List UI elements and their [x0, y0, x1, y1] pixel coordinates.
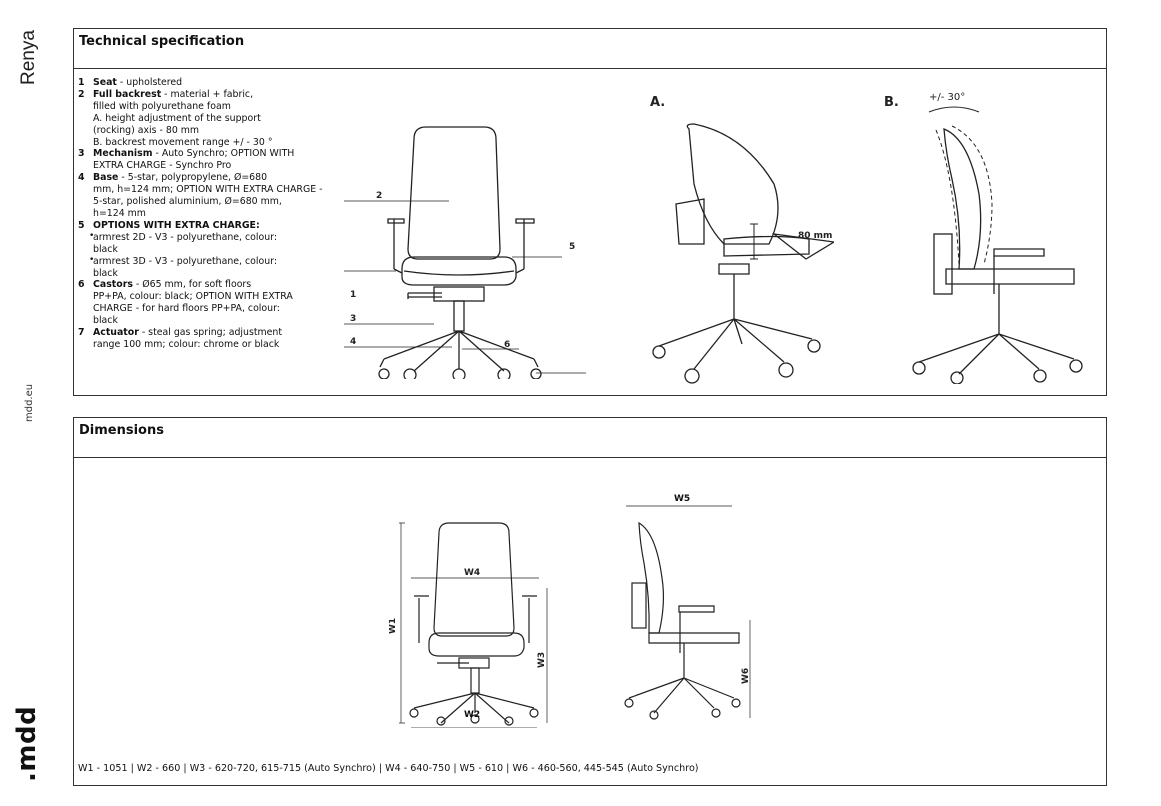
label-w5: W5	[674, 494, 691, 504]
option-bullet: armrest 3D - V3 - polyurethane, colour:b…	[78, 255, 350, 280]
spec-item: 2 Full backrest - material + fabric, fill…	[78, 89, 350, 149]
item-line: (rocking) axis - 80 mm	[93, 124, 200, 136]
chair-view-a-drawing: A. 80 mm	[650, 95, 834, 384]
spec-item: 7 Actuator - steal gas spring; adjustment…	[78, 327, 350, 351]
item-desc: - upholstered	[116, 77, 183, 88]
label-w6: W6	[741, 668, 751, 684]
dimensions-footer: W1 - 1051 | W2 - 660 | W3 - 620-720, 615…	[78, 763, 699, 774]
item-line: h=124 mm	[93, 207, 146, 219]
section-title: Dimensions	[74, 418, 1106, 458]
callout-3: 3	[350, 314, 356, 324]
spec-item: 1 Seat - upholstered	[78, 77, 350, 89]
item-line: B. backrest movement range +/ - 30 °	[93, 136, 273, 148]
brand-name: Renya	[18, 30, 39, 85]
spec-item: 3 Mechanism - Auto Synchro; OPTION WITH E…	[78, 148, 350, 172]
item-number: 1	[78, 77, 85, 88]
callout-2: 2	[376, 191, 382, 201]
item-name: Actuator	[93, 327, 139, 339]
view-b-label: B.	[884, 95, 899, 110]
label-w4: W4	[464, 568, 480, 578]
callout-1: 1	[350, 290, 356, 300]
item-desc: - steal gas spring; adjustment	[138, 327, 283, 339]
item-line: black	[93, 315, 118, 327]
item-number: 3	[78, 148, 85, 160]
item-number: 4	[78, 172, 85, 184]
spec-item: 6 Castors - Ø65 mm, for soft floors PP+PA…	[78, 279, 350, 327]
item-number: 5	[78, 219, 85, 231]
item-line: filled with polyurethane foam	[93, 100, 231, 112]
brand-url: mdd.eu	[24, 383, 35, 422]
item-name: Castors	[93, 279, 133, 291]
label-w1: W1	[389, 618, 398, 634]
item-line: EXTRA CHARGE - Synchro Pro	[93, 160, 232, 172]
view-b-angle: +/- 30°	[929, 92, 965, 103]
item-name: OPTIONS WITH EXTRA CHARGE:	[93, 219, 260, 231]
item-number: 2	[78, 88, 85, 100]
item-desc: - Auto Synchro; OPTION WITH	[152, 148, 295, 160]
item-line: range 100 mm; colour: chrome or black	[93, 338, 280, 350]
item-name: Base	[93, 172, 119, 184]
item-line: mm, h=124 mm; OPTION WITH EXTRA CHARGE -	[93, 184, 323, 196]
spec-list: 1 Seat - upholstered 2 Full backrest - mat…	[78, 77, 350, 351]
item-line: A. height adjustment of the support	[93, 112, 261, 124]
item-desc: - material + fabric,	[161, 88, 254, 100]
view-a-label: A.	[650, 95, 665, 110]
technical-specification-panel: Technical specification 1 Seat - upholste…	[73, 28, 1107, 396]
label-w3: W3	[537, 652, 547, 668]
view-a-measure: 80 mm	[798, 231, 832, 241]
dimension-front-drawing: W1 W4 W3	[389, 522, 548, 728]
option-bullet: armrest 2D - V3 - polyurethane, colour:b…	[78, 231, 350, 256]
item-name: Full backrest	[93, 88, 162, 100]
item-number: 7	[78, 327, 85, 339]
callout-4: 4	[350, 337, 356, 347]
item-desc: - 5-star, polypropylene, Ø=680	[118, 172, 268, 184]
item-line: 5-star, polished aluminium, Ø=680 mm,	[93, 196, 282, 208]
spec-item: 5 OPTIONS WITH EXTRA CHARGE: armrest 2D -…	[78, 220, 350, 280]
section-title: Technical specification	[74, 29, 1106, 69]
chair-view-b-drawing: B. +/- 30°	[884, 92, 1083, 384]
dimension-side-drawing: W6	[624, 505, 751, 720]
item-line: PP+PA, colour: black; OPTION WITH EXTRA	[93, 291, 293, 303]
item-name: Mechanism	[93, 148, 153, 160]
label-w2: W2	[464, 710, 481, 720]
item-name: Seat	[93, 77, 117, 88]
callout-5: 5	[569, 242, 575, 252]
callout-6: 6	[504, 340, 510, 350]
spec-item: 4 Base - 5-star, polypropylene, Ø=680 mm,…	[78, 172, 350, 220]
item-desc: - Ø65 mm, for soft floors	[132, 279, 252, 291]
item-line: CHARGE - for hard floors PP+PA, colour:	[93, 303, 280, 315]
item-number: 6	[78, 279, 85, 291]
dimensions-panel: Dimensions W1 W4 W3 W2 W6	[73, 417, 1107, 786]
brand-logo: .mdd	[12, 705, 42, 782]
chair-front-drawing: 1 2 3 4 5 6 7	[344, 126, 586, 379]
